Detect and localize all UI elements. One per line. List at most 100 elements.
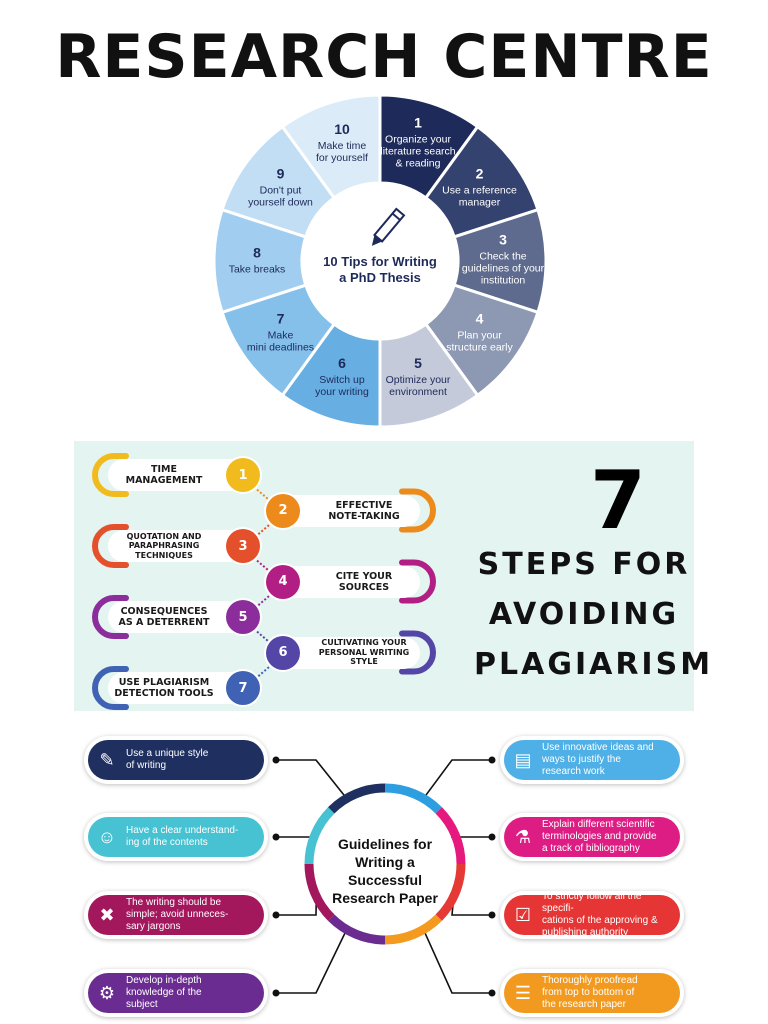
checklist-icon: ☰ xyxy=(514,983,532,1003)
steps-connectors xyxy=(92,453,436,710)
wheel-tip-label: Plan your xyxy=(457,329,502,341)
wheel-tip-label: Switch up xyxy=(319,374,365,386)
microscope-icon: ⚗ xyxy=(514,827,532,847)
guideline-box-left-2: ☺Have a clear understand-ing of the cont… xyxy=(88,817,264,857)
guideline-text-line: of writing xyxy=(126,760,167,771)
wheel-tip-label: Make xyxy=(268,329,294,341)
guidelines-center xyxy=(318,797,452,931)
wheel-tip-number: 7 xyxy=(277,310,285,326)
step-label-line: NOTE-TAKING xyxy=(328,510,400,522)
guidelines-center-line: Writing a xyxy=(355,854,415,870)
step-connector xyxy=(253,557,269,571)
wheel-tip-label: Don't put xyxy=(260,185,302,197)
guideline-text-line: To strictly follow all the specifi- xyxy=(542,891,642,914)
steps-heading-line: STEPS FOR xyxy=(477,547,691,582)
guideline-text-line: Thoroughly proofread xyxy=(542,975,638,986)
wheel-tip-number: 1 xyxy=(414,115,422,131)
guideline-text-line: The writing should be xyxy=(126,897,222,908)
presentation-chart-icon: ▤ xyxy=(514,750,532,770)
guideline-text-line: simple; avoid unneces- xyxy=(126,909,229,920)
wheel-tip-number: 2 xyxy=(476,166,484,182)
wheel-center-title-line: 10 Tips for Writing xyxy=(323,254,437,269)
wheel-tip-label: Check the xyxy=(479,251,526,263)
guideline-connector-line xyxy=(276,896,318,916)
guideline-text-line: ing of the contents xyxy=(126,837,208,848)
guidelines-ring-segment xyxy=(435,863,466,921)
wheel-tip-number: 5 xyxy=(414,355,422,371)
wheel-tip-label: structure early xyxy=(446,341,513,353)
guidelines-center-line: Guidelines for xyxy=(338,836,433,852)
step-bracket xyxy=(399,488,436,533)
wheel-tip-number: 10 xyxy=(334,121,350,137)
guideline-text-line: from top to bottom of xyxy=(542,987,635,998)
step-bracket xyxy=(399,630,436,675)
guideline-text-line: Develop in-depth xyxy=(126,975,202,986)
step-number-badge: 4 xyxy=(266,564,300,599)
wheel-tip-number: 3 xyxy=(499,232,507,248)
step-label-line: CONSEQUENCES xyxy=(120,606,208,617)
guidelines-ring-segment xyxy=(304,807,335,865)
head-gears-icon: ⚙ xyxy=(98,983,116,1003)
approval-document-icon: ☑ xyxy=(514,905,532,925)
step-label-line: QUOTATION AND xyxy=(126,531,202,541)
brain-head-icon: ☺ xyxy=(97,827,117,847)
wheel-tip-number: 8 xyxy=(253,245,261,261)
pencil-icon xyxy=(371,207,406,246)
wheel-tip-label: your writing xyxy=(315,386,369,398)
step-number-badge: 7 xyxy=(226,671,260,705)
step-connector xyxy=(253,628,269,642)
step-connector xyxy=(253,486,269,500)
guideline-text-line: publishing authority xyxy=(542,927,629,938)
guidelines-ring-segment xyxy=(328,914,386,945)
wheel-tip-label: manager xyxy=(459,197,501,209)
step-connector xyxy=(257,592,273,607)
wheel-center-title-line: a PhD Thesis xyxy=(339,270,421,285)
step-label-line: SOURCES xyxy=(338,581,390,593)
guideline-text-line: Explain different scientific xyxy=(542,819,655,830)
step-bracket xyxy=(92,453,129,497)
steps-big-number: 7 xyxy=(590,454,646,547)
wheel-tip-label: Take breaks xyxy=(229,264,286,276)
wheel-tip-label: institution xyxy=(481,275,526,287)
step-label-line: STYLE xyxy=(350,657,378,667)
step-label-line: CULTIVATING YOUR xyxy=(321,638,407,648)
guidelines-ring-segment xyxy=(304,863,335,921)
step-label-line: DETECTION TOOLS xyxy=(114,688,214,699)
wheel-tip-label: Organize your xyxy=(385,134,451,146)
wheel-center xyxy=(302,183,458,339)
wheel-tip-number: 9 xyxy=(277,166,285,182)
step-label-line: USE PLAGIARISM xyxy=(118,677,210,688)
wheel-tip-label: mini deadlines xyxy=(247,341,314,353)
wheel-tip-label: for yourself xyxy=(316,152,368,164)
step-label-line: MANAGEMENT xyxy=(125,475,203,486)
guideline-text-line: the research paper xyxy=(542,999,626,1010)
guideline-text-line: knowledge of the xyxy=(126,987,202,998)
guidelines-connectors: Guidelines for Writing a Successful Rese… xyxy=(272,756,496,997)
step-label-line: CITE YOUR xyxy=(335,570,393,582)
guideline-text-line: terminologies and provide xyxy=(542,831,657,842)
step-label-line: EFFECTIVE xyxy=(335,499,393,511)
guideline-text-line: cations of the approving & xyxy=(542,915,658,926)
step-label-line: TECHNIQUES xyxy=(135,550,193,560)
steps-heading-line: AVOIDING xyxy=(488,597,680,632)
step-bracket xyxy=(399,559,436,604)
step-connector xyxy=(257,663,273,678)
wheel-tip-number: 6 xyxy=(338,355,346,371)
wheel-tip-label: yourself down xyxy=(248,197,313,209)
wheel-tip-number: 4 xyxy=(476,310,484,326)
guideline-text-line: sary jargons xyxy=(126,921,181,932)
step-number-badge: 1 xyxy=(226,458,260,492)
step-number-badge: 5 xyxy=(226,600,260,634)
document-pen-icon: ✎ xyxy=(99,750,115,770)
wheel-tip-label: environment xyxy=(389,386,447,398)
steps-heading-line: PLAGIARISM xyxy=(474,647,714,682)
guidelines-ring-segment xyxy=(328,783,386,814)
step-number-badge: 2 xyxy=(266,493,300,528)
guideline-text-line: Use innovative ideas and xyxy=(542,742,654,753)
guideline-text-line: research work xyxy=(542,766,605,777)
step-number-badge: 3 xyxy=(226,529,260,563)
